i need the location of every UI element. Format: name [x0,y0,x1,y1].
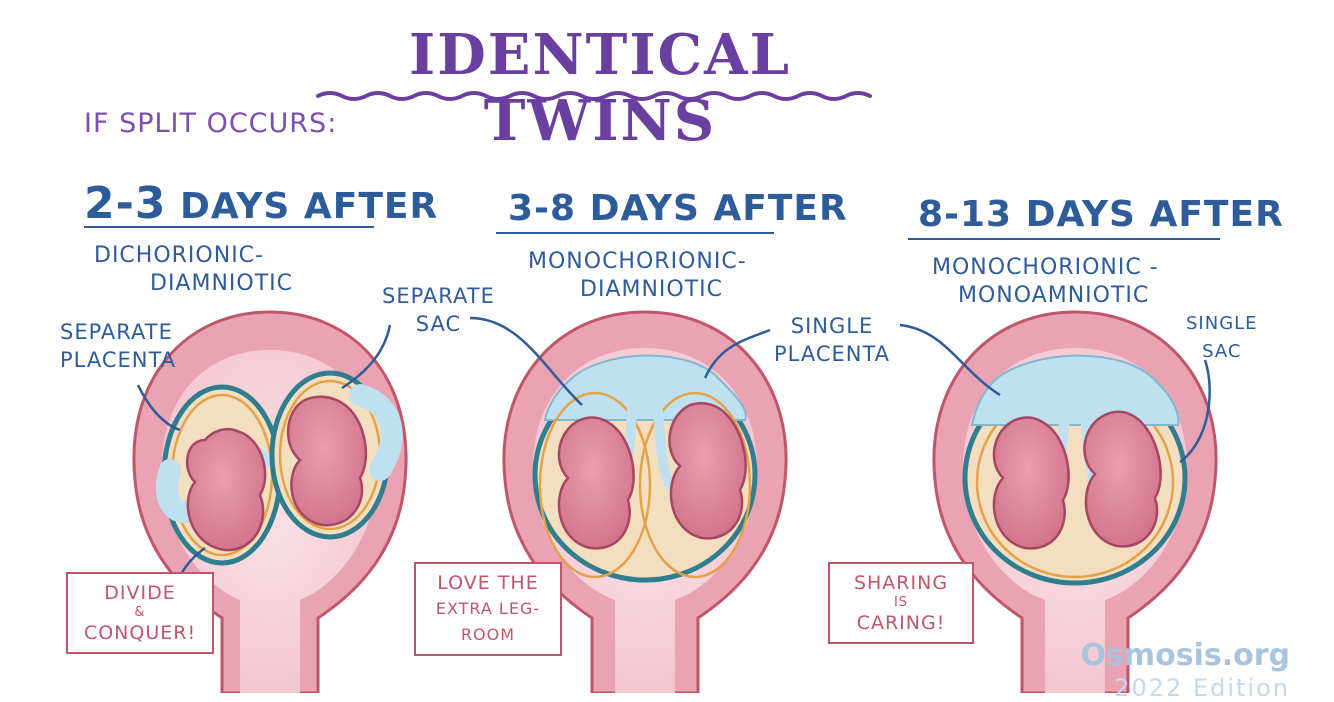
panel-3-classification-line2: Monoamniotic [958,283,1150,308]
panel-3-days-lead: 8-13 [918,194,1013,235]
panel-3-callout-line3: Caring! [856,612,946,634]
panel-1-callout-line2: & [134,605,146,620]
panel-1-callout-line1: Divide [104,582,176,604]
panel-1-callout-line3: Conquer! [83,622,197,644]
panel-3-heading: 8-13 Days after [918,194,1284,235]
panel-3-label-sac-line2: Sac [1202,341,1242,362]
panel-2-heading-underline [496,232,774,234]
panel-1-label-placenta-line1: Separate [60,320,173,344]
separate-sac-left [155,384,283,566]
panel-1-label-placenta-line2: Placenta [60,348,177,372]
panel-2-callout-line3: room [460,625,516,644]
edition-label: 2022 Edition [1114,674,1290,702]
panel-2-days-lead: 3-8 [508,188,577,229]
panel-3-label-sac-line1: Single [1186,313,1258,334]
panel-2-label-placenta-line1: Single [790,314,874,338]
brand-logo: Osmosis.org [1080,638,1290,673]
panel-3-classification-line1: Monochorionic - [932,255,1159,280]
panel-1-days-rest: Days after [180,186,439,227]
panel-2-label-placenta-line2: Placenta [774,342,891,366]
panel-2-classification-line1: Monochorionic- [528,249,747,274]
single-chorion-two-sacs [532,354,758,583]
panel-2-classification: Monochorionic- Diamniotic [528,248,747,304]
single-chorion-single-sac [962,354,1188,586]
panel-1-days-lead: 2-3 [84,178,167,229]
panel-3-callout-line2: is [893,595,909,610]
panel-1-label-sac-line2: Sac [415,312,462,336]
panel-1-heading: 2-3 Days after [84,178,438,229]
panel-2-callout-line1: Love the [437,572,539,594]
panel-3-label-sac: Single Sac [1186,310,1258,366]
separate-sac-right [269,370,403,540]
panel-1-label-sac-line1: Separate [382,284,495,308]
panel-1-classification: Dichorionic- Diamniotic [94,242,293,298]
uterus-panel-2 [469,310,788,693]
panel-3-classification: Monochorionic - Monoamniotic [932,254,1159,310]
panel-2-classification-line2: Diamniotic [580,277,724,302]
panel-1-classification-line1: Dichorionic- [94,243,264,268]
panel-1-classification-line2: Diamniotic [150,271,294,296]
panel-2-label-placenta: Single Placenta [774,312,890,368]
panel-3-callout-line1: Sharing [853,572,949,594]
subtitle: If split occurs: [84,108,338,139]
panel-1-callout: Divide & Conquer! [66,572,214,654]
panel-3-heading-underline [908,238,1220,240]
panel-3-days-rest: Days after [1025,194,1284,235]
panel-3-callout: Sharing is Caring! [828,562,974,644]
panel-1-label-sac: Separate Sac [382,282,495,338]
uterus-panel-3 [899,310,1218,693]
panel-2-callout-line2: extra leg- [435,599,541,618]
panel-2-days-rest: Days after [589,188,848,229]
panel-2-heading: 3-8 Days after [508,188,848,229]
panel-1-label-placenta: Separate Placenta [60,318,176,374]
panel-2-callout: Love the extra leg- room [414,562,562,656]
panel-1-heading-underline [84,226,374,228]
